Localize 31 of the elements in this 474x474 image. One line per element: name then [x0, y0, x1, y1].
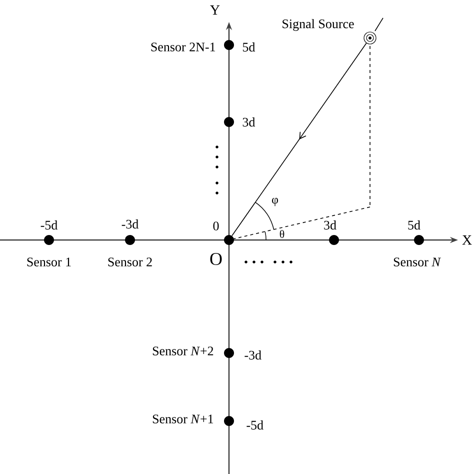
angle-label: θ [280, 230, 284, 238]
axis-label: X [462, 235, 472, 245]
source-label: Signal Source [282, 19, 354, 31]
sensor-dot [224, 117, 234, 127]
sensor-dot [125, 235, 135, 245]
sensor-dot [224, 416, 234, 426]
coordinate-label: 3d [242, 117, 256, 127]
sensor-dot [224, 40, 234, 50]
coordinate-label: 3d [324, 220, 336, 230]
sensor-label: Sensor N+2 [152, 346, 214, 356]
signal-source-symbol [364, 32, 376, 44]
sensor-label: Sensor 1 [27, 258, 71, 266]
coordinate-label: -3d [244, 350, 262, 360]
angle-label: φ [272, 198, 278, 206]
coordinate-label: 5d [408, 220, 420, 230]
origin-label: O [210, 252, 222, 266]
sensor-label: Sensor N+1 [152, 414, 214, 424]
sensor-label: Sensor 2 [108, 258, 152, 266]
coordinate-label: -5d [40, 220, 58, 230]
sensor-label: Sensor N [394, 258, 441, 266]
sensor-dot [414, 235, 424, 245]
coordinate-label: -5d [246, 420, 264, 430]
origin-dot [224, 235, 234, 245]
coordinate-label: 0 [213, 222, 219, 230]
sensor-dot [44, 235, 54, 245]
sensor-dot [224, 348, 234, 358]
coordinate-label: 5d [242, 42, 256, 52]
sensor-dot [329, 235, 339, 245]
sensor-label: Sensor 2N-1 [151, 42, 216, 52]
coordinate-label: -3d [122, 219, 138, 229]
axis-label: Y [210, 5, 220, 15]
